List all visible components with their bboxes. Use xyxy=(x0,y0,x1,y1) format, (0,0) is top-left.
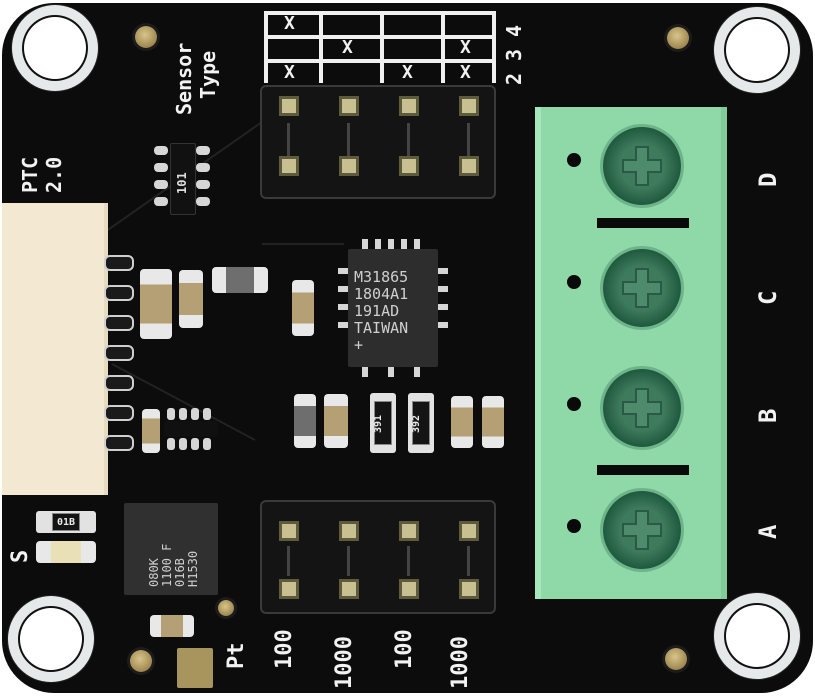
sot-chip-label: 101 xyxy=(175,172,189,194)
pcb-board: Sensor Type X X X X X X 2 3 4 PTC 2.0 xyxy=(2,3,813,693)
sensor-type-label-line1: Sensor xyxy=(172,42,196,115)
sot-chip: 101 xyxy=(170,143,196,215)
wire-count-label-3: 3 xyxy=(502,48,526,61)
secondary-ic-marking: 080K 1100 F 016B H1530 xyxy=(147,543,200,587)
ptc-connector[interactable] xyxy=(2,203,108,495)
terminal-screw-c[interactable] xyxy=(603,249,681,327)
connector-pin xyxy=(104,285,134,301)
via xyxy=(130,650,152,672)
pt-value-3: 100 xyxy=(392,629,417,669)
grid-cell-r3-c2: X xyxy=(342,37,353,58)
resistor-01b: 01B xyxy=(36,511,96,533)
screw-cross-icon xyxy=(622,388,662,428)
led xyxy=(36,541,96,563)
capacitor xyxy=(140,269,172,339)
s-label: S xyxy=(8,549,33,563)
sensor-type-grid: X X X X X X xyxy=(264,11,496,83)
terminal-screw-b[interactable] xyxy=(603,369,681,447)
wire-count-label-2: 2 xyxy=(502,72,526,85)
mounting-hole-top-right xyxy=(714,7,800,93)
grid-cell-r2-c3: X xyxy=(402,62,413,83)
connector-pin xyxy=(104,435,134,451)
capacitor xyxy=(212,267,268,293)
connector-label: PTC 2.0 xyxy=(18,157,66,193)
grid-cell-r2-c1: X xyxy=(284,62,295,83)
pt-value-2: 1000 xyxy=(332,636,357,689)
pt-label: Pt xyxy=(224,642,249,670)
connector-pin xyxy=(104,345,134,361)
resistor-391: 391 xyxy=(370,393,396,453)
capacitor xyxy=(451,396,473,448)
connector-label-line1: PTC xyxy=(18,156,42,193)
screw-terminal-block[interactable] xyxy=(535,107,727,599)
terminal-label-a: A xyxy=(754,524,782,539)
connector-pin xyxy=(104,315,134,331)
capacitor xyxy=(179,270,203,328)
sensor-type-label-line2: Type xyxy=(196,50,220,99)
resistor-392: 392 xyxy=(408,393,434,453)
terminal-label-d: D xyxy=(754,172,782,187)
terminal-label-c: C xyxy=(754,290,782,305)
small-ic xyxy=(164,421,218,437)
mounting-hole-top-left xyxy=(12,5,98,91)
secondary-ic: 080K 1100 F 016B H1530 xyxy=(124,503,218,595)
via xyxy=(135,26,157,48)
connector-pin xyxy=(104,255,134,271)
via xyxy=(667,27,689,49)
capacitor xyxy=(294,394,316,448)
main-ic: M31865 1804A1 191AD TAIWAN + xyxy=(348,249,438,367)
trace xyxy=(262,243,344,245)
pt-select-jumper-header[interactable] xyxy=(260,500,496,614)
via xyxy=(218,600,234,616)
connector-pin xyxy=(104,405,134,421)
terminal-screw-d[interactable] xyxy=(603,127,681,205)
pt-value-1: 100 xyxy=(272,629,297,669)
grid-cell-r4-c1: X xyxy=(284,13,295,34)
wire-count-label-4: 4 xyxy=(502,24,526,37)
capacitor xyxy=(150,615,194,637)
screw-cross-icon xyxy=(622,510,662,550)
terminal-screw-a[interactable] xyxy=(603,491,681,569)
mounting-hole-bottom-left xyxy=(8,596,94,682)
pt-value-4: 1000 xyxy=(448,636,473,689)
capacitor xyxy=(142,409,160,453)
terminal-label-b: B xyxy=(754,408,782,423)
capacitor xyxy=(292,280,314,336)
capacitor xyxy=(482,396,504,448)
crystal-pad xyxy=(177,648,213,688)
sensor-type-jumper-header[interactable] xyxy=(260,85,496,199)
sensor-type-label: Sensor Type xyxy=(172,43,220,115)
connector-pin xyxy=(104,375,134,391)
connector-label-line2: 2.0 xyxy=(42,156,66,193)
grid-cell-r3-c4: X xyxy=(460,37,471,58)
capacitor xyxy=(324,394,348,448)
via xyxy=(665,648,687,670)
mounting-hole-bottom-right xyxy=(714,593,800,679)
grid-cell-r2-c4: X xyxy=(460,62,471,83)
main-ic-marking: M31865 1804A1 191AD TAIWAN + xyxy=(354,268,409,354)
screw-cross-icon xyxy=(622,268,662,308)
screw-cross-icon xyxy=(622,146,662,186)
